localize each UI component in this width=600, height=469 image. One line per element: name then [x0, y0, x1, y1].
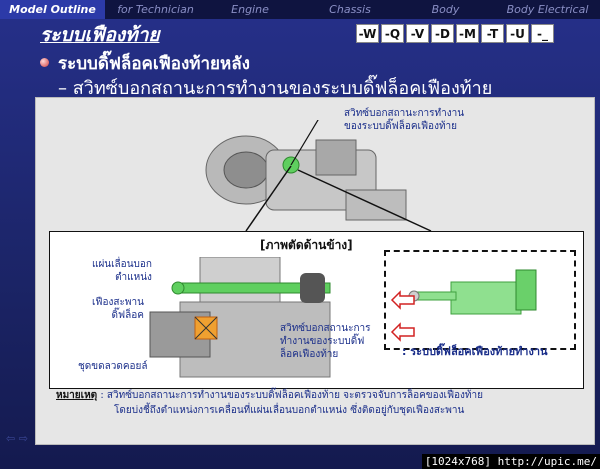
operation-box — [384, 250, 576, 350]
note-line-2: โดยบ่งชี้ถึงตำแหน่งการเคลื่อนที่แผ่นเลื่… — [114, 405, 465, 416]
tab-engine[interactable]: Engine — [231, 3, 269, 16]
nav-button-group: -W -Q -V -D -M -T -U -_ — [356, 24, 554, 44]
note: หมายเหตุ : สวิทซ์บอกสถานะการทำงานของระบบ… — [56, 388, 483, 418]
nav-button-t[interactable]: -T — [481, 24, 504, 43]
operation-label: : ระบบดิ๊ฟล็อคเฟืองท้ายทำงาน — [402, 345, 548, 358]
switch-operating-illustration — [408, 269, 537, 315]
tab-bar: Model Outline for Technician Engine Chas… — [0, 0, 600, 19]
differential-illustration — [205, 120, 407, 221]
detail-box: [ภาพตัดด้านข้าง] แผ่นเลื่อนบอก ตำแหน่ง เ… — [49, 231, 584, 389]
tab-chassis[interactable]: Chassis — [329, 3, 371, 16]
shift-plate-label: แผ่นเลื่อนบอก ตำแหน่ง — [92, 259, 152, 283]
switch-callout-top: สวิทซ์บอกสถานะการทำงาน ของระบบดิ๊ฟล็อคเฟ… — [344, 108, 465, 132]
bullet-icon — [40, 58, 49, 67]
switch-label: สวิทซ์บอกสถานะการ ทำงานของระบบดิ๊ฟ ล็อคเ… — [280, 323, 371, 360]
red-arrows — [390, 290, 415, 342]
diff-gear-label: เฟืองสะพาน ดิ๊ฟล็อค — [92, 297, 144, 321]
note-line-1: : สวิทซ์บอกสถานะการทำงานของระบบดิ๊ฟล็อคเ… — [100, 390, 483, 401]
bullet-heading: ระบบดิ๊ฟล็อคเฟืองท้ายหลัง — [58, 54, 250, 74]
nav-button-q[interactable]: -Q — [381, 24, 404, 43]
nav-button-v[interactable]: -V — [406, 24, 429, 43]
nav-button-d[interactable]: -D — [431, 24, 454, 43]
side-view-label: [ภาพตัดด้านข้าง] — [260, 238, 353, 252]
tab-body-electrical[interactable]: Body Electrical — [506, 3, 589, 16]
cutaway-illustration — [149, 257, 331, 378]
coil-label: ชุดขดลวดคอยล์ — [78, 361, 148, 372]
tab-for-technician[interactable]: for Technician — [117, 3, 194, 16]
nav-button-underscore[interactable]: -_ — [531, 24, 554, 43]
watermark: [1024x768] http://upic.me/ — [421, 454, 600, 469]
nav-button-m[interactable]: -M — [456, 24, 479, 43]
content-panel: สวิทซ์บอกสถานะการทำงาน ของระบบดิ๊ฟล็อคเฟ… — [35, 97, 595, 445]
tab-body[interactable]: Body — [431, 3, 460, 16]
nav-button-u[interactable]: -U — [506, 24, 529, 43]
zoom-lines — [245, 165, 432, 232]
tab-model-outline[interactable]: Model Outline — [0, 0, 105, 19]
note-label: หมายเหตุ — [56, 390, 98, 401]
slide-nav-arrows[interactable]: ⇦ ⇨ — [6, 432, 28, 445]
nav-button-w[interactable]: -W — [356, 24, 379, 43]
page-title: ระบบเฟืองท้าย — [40, 24, 160, 46]
sub-heading: – สวิทซ์บอกสถานะการทำงานของระบบดิ๊ฟล็อคเ… — [58, 78, 493, 99]
